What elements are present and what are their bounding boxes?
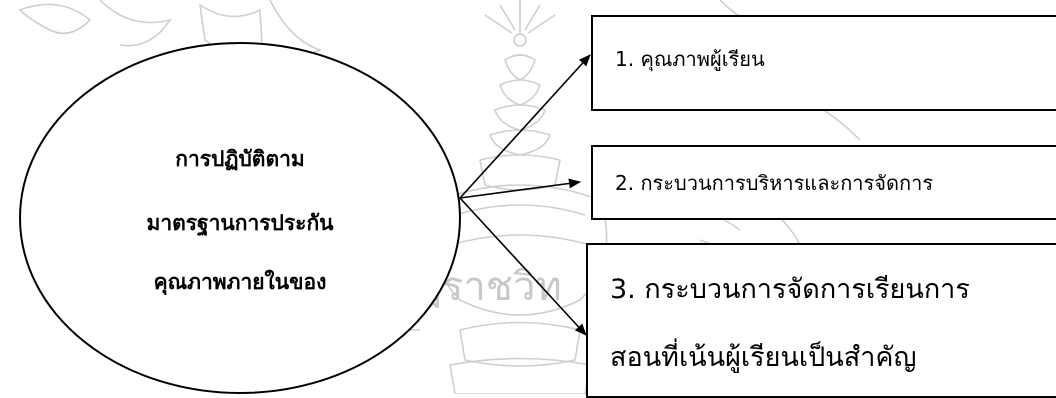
box-2-text: 2. กระบวนการบริหารและการจัดการ [615, 171, 934, 195]
box-1-text: 1. คุณภาพผู้เรียน [615, 47, 765, 71]
box-admin-process: 2. กระบวนการบริหารและการจัดการ [591, 145, 1056, 220]
arrow-to-box-2 [459, 178, 581, 199]
box-3-text-line-2: สอนที่เน้นผู้เรียนเป็นสำคัญ [610, 342, 917, 373]
central-oval [19, 42, 461, 394]
box-3-text-line-1: 3. กระบวนการจัดการเรียนการ [610, 274, 970, 305]
arrow-to-box-3 [459, 197, 587, 336]
oval-line-3: คุณภาพภายในของ [153, 270, 327, 294]
box-teaching-process: 3. กระบวนการจัดการเรียนการ สอนที่เน้นผู้… [586, 243, 1056, 398]
oval-line-2: มาตรฐานการประกัน [146, 211, 334, 235]
arrow-to-box-1 [459, 54, 591, 199]
oval-line-1: การปฏิบัติตาม [175, 147, 305, 171]
box-learner-quality: 1. คุณภาพผู้เรียน [591, 15, 1056, 111]
